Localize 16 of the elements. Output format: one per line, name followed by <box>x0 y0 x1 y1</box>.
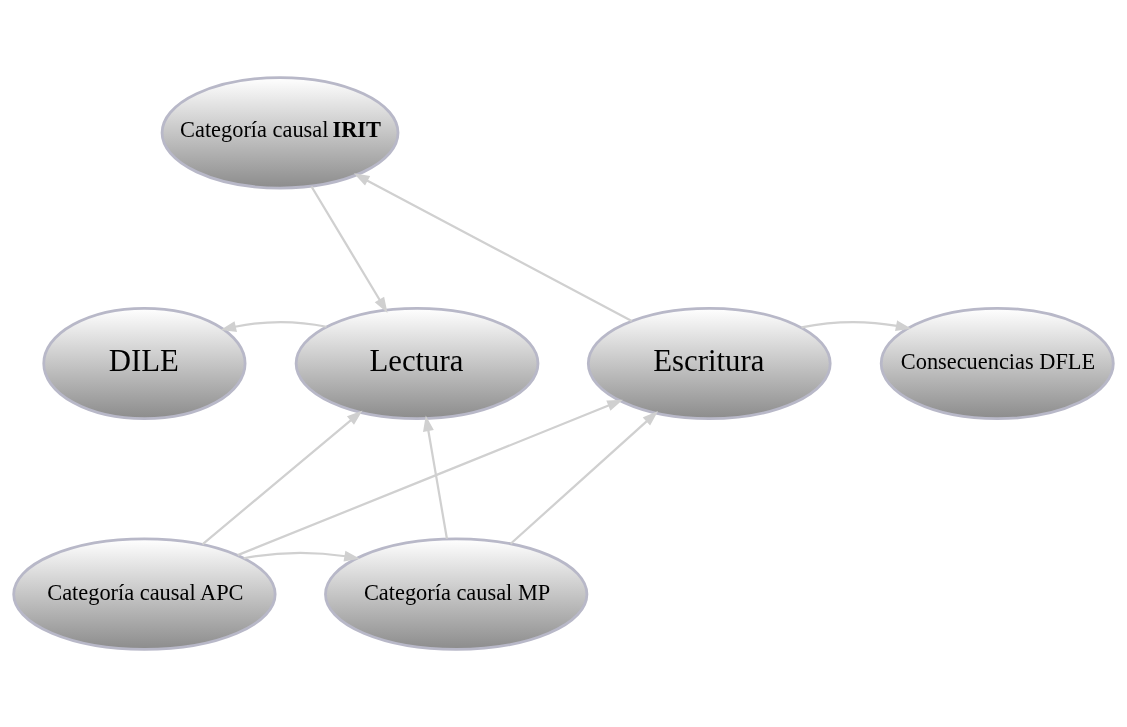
arrow <box>801 320 912 332</box>
node-ellipse: Categoría causal MP <box>324 537 589 651</box>
node-ellipse: Categoría causal IRIT <box>160 76 400 190</box>
arrow <box>310 185 388 313</box>
node-ellipse: Lectura <box>294 306 540 421</box>
node-ellipse: Consecuencias DFLE <box>879 306 1115 421</box>
arrow <box>220 321 327 332</box>
arrow <box>201 410 363 546</box>
node-ellipse: DILE <box>42 306 247 421</box>
arrow <box>353 173 633 322</box>
node-ellipse: Categoría causal APC <box>12 537 277 651</box>
arrow <box>423 415 448 539</box>
node-ellipse: Escritura <box>586 306 832 421</box>
arrow <box>243 550 360 562</box>
arrow <box>509 410 659 545</box>
arrow <box>237 399 623 557</box>
